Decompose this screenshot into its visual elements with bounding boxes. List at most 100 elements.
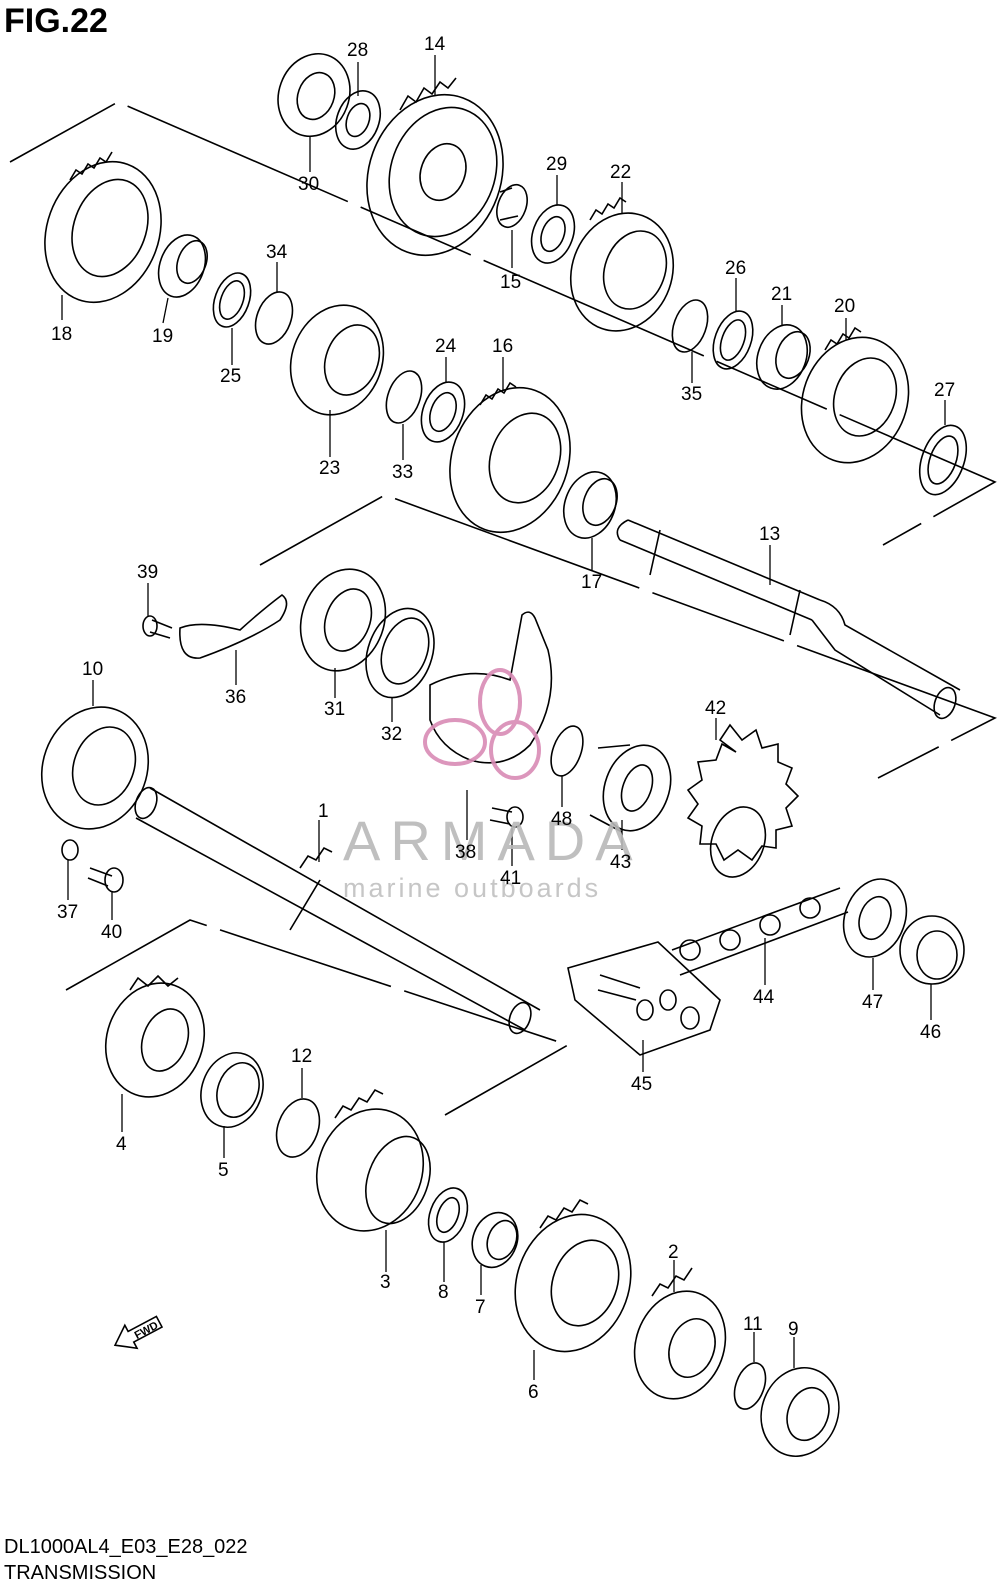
input-shaft-group-outline [65,919,570,1116]
gear-part-4 [104,974,206,1098]
gear-part-18 [44,151,162,304]
callout-20: 20 [834,296,855,317]
circlip-part-12 [275,1098,321,1158]
callout-25: 25 [220,366,241,387]
bearing-part-10 [40,706,150,830]
nut-part-46 [899,915,965,985]
washer-part-8 [427,1187,469,1243]
o-ring-part-48 [550,725,584,777]
input-shaft-part-1 [134,786,541,1035]
callout-47: 47 [862,992,883,1013]
sprocket-part-42 [686,723,800,878]
fwd-label: FWD [133,1320,161,1342]
callout-17: 17 [581,572,602,593]
watermark-brand: ARMADA [343,809,643,872]
diagram-caption: TRANSMISSION [4,1562,157,1584]
lock-washer-part-26 [712,310,754,370]
callout-10: 10 [82,659,103,680]
bushing-part-19 [157,234,208,298]
washer-part-24 [420,381,466,443]
callout-29: 29 [546,154,567,175]
washer-part-11 [733,1362,767,1410]
callout-2: 2 [668,1242,679,1263]
callout-11: 11 [743,1314,763,1335]
callout-38: 38 [455,842,476,863]
callout-48: 48 [551,809,572,830]
callout-16: 16 [492,336,513,357]
watermark-tagline: marine outboards [343,873,601,903]
callout-24: 24 [435,336,457,357]
bolt-part-41 [489,806,524,828]
leader-lines [61,55,946,1380]
callout-42: 42 [705,698,726,719]
callout-31: 31 [324,699,345,720]
callout-18: 18 [51,324,72,345]
washer-part-29 [530,204,576,264]
callout-36: 36 [225,687,246,708]
figure-title: FIG.22 [4,2,108,40]
bearing-part-9 [760,1366,840,1458]
washer-part-47 [842,878,908,958]
callout-27: 27 [934,380,955,401]
callout-40: 40 [101,922,122,943]
gear-part-3 [315,1088,431,1232]
callout-26: 26 [725,258,746,279]
callout-23: 23 [319,458,340,479]
callout-37: 37 [57,902,78,923]
bushing-part-5 [200,1052,264,1128]
bearing-part-30 [277,52,351,138]
callout-28: 28 [347,40,368,61]
gear-part-16 [449,381,571,534]
callout-19: 19 [152,326,173,347]
bushing-part-7 [471,1211,519,1269]
callout-33: 33 [392,462,413,483]
gear-part-14 [366,77,504,257]
needle-bearing-part-15 [496,183,528,229]
callout-4: 4 [116,1134,127,1155]
gear-part-6 [514,1198,632,1353]
callout-30: 30 [298,174,319,195]
callout-45: 45 [631,1074,652,1095]
washer-part-37 [61,839,79,861]
oil-seal-part-32 [365,607,435,699]
callout-21: 21 [771,284,792,305]
countershaft-part-13 [616,519,961,720]
callout-22: 22 [610,162,631,183]
watermark: ARMADA marine outboards [343,668,643,903]
callout-44: 44 [753,987,775,1008]
watermark-logo-mark [423,668,541,780]
callout-41: 41 [500,868,521,889]
circlip-part-35 [671,299,709,353]
callout-6: 6 [528,1382,539,1403]
model-code: DL1000AL4_E03_E28_022 [4,1536,248,1558]
bolt-part-40 [87,867,124,893]
callout-15: 15 [500,272,521,293]
callout-labels: 1 2 3 4 5 6 7 8 9 10 11 12 13 14 15 16 1… [51,34,955,1403]
callout-9: 9 [788,1319,799,1340]
callout-39: 39 [137,562,158,583]
callout-1: 1 [318,801,329,822]
circlip-part-33 [385,370,423,424]
callout-34: 34 [266,242,288,263]
gear-part-22 [569,196,675,332]
gear-part-23 [289,304,385,416]
callout-32: 32 [381,724,402,745]
bolt-part-39 [142,615,173,639]
callout-46: 46 [920,1022,941,1043]
callout-35: 35 [681,384,702,405]
callout-43: 43 [610,852,631,873]
circlip-part-34 [254,291,294,345]
spacer-part-43 [589,744,672,833]
bushing-part-21 [755,324,811,390]
retainer-plate-part-36 [179,594,288,659]
lock-washer-part-27 [918,424,968,496]
callout-14: 14 [424,34,446,55]
drive-chain-part-44 [671,887,849,976]
sensor-plate-part-38 [429,611,553,764]
forward-direction-arrow: FWD [113,1315,164,1350]
callout-13: 13 [759,524,780,545]
callout-12: 12 [291,1046,312,1067]
lock-washer-part-25 [212,272,252,328]
gear-part-2 [633,1267,727,1400]
